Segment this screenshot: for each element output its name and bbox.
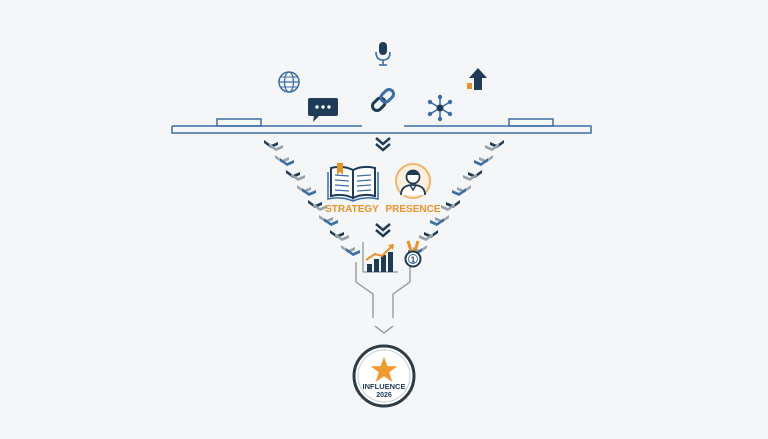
medal-icon: 1 [404,240,422,268]
funnel-left-chevron [302,188,316,196]
down-chevron-icon [375,137,391,146]
funnel-left-chevron [291,173,305,181]
funnel-left-chevron [308,200,322,208]
funnel-right-chevron [441,203,455,211]
star-icon [370,356,398,382]
funnel-left-chevron [313,203,327,211]
badge-year: 2026 [376,392,392,399]
funnel-rim [171,118,592,134]
badge-title: INFLUENCE [363,382,406,391]
funnel-right-chevron [430,218,444,226]
funnel-left-chevron [319,215,333,223]
microphone-icon [375,42,391,66]
bar-chart-icon [362,242,398,273]
presence-label: PRESENCE [385,204,440,215]
funnel-right-chevron [474,158,488,166]
funnel-left-chevron [330,230,344,238]
funnel-right-chevron [463,173,477,181]
network-nodes-icon [427,94,453,122]
down-chevron-icon [375,223,391,232]
funnel-left-chevron [341,245,355,253]
funnel-right-chevron [452,188,466,196]
funnel-right-chevron [490,140,504,148]
open-book-icon [327,163,379,202]
funnel-right-chevron [446,200,460,208]
chat-bubble-icon [308,98,338,122]
funnel-right-chevron [485,143,499,151]
growth-arrow-icon [467,68,487,90]
down-chevron-icon [375,229,391,238]
funnel-right-chevron [419,233,433,241]
svg-text:1: 1 [411,256,416,265]
funnel-left-chevron [286,170,300,178]
funnel-left-chevron [264,140,278,148]
link-chain-icon [370,87,396,113]
funnel-left-chevron [297,185,311,193]
funnel-left-chevron [335,233,349,241]
funnel-right-chevron [424,230,438,238]
funnel-spout [355,262,411,334]
influence-badge: INFLUENCE 2026 [352,344,416,408]
down-chevron-icon [375,143,391,152]
funnel-left-chevron [269,143,283,151]
funnel-right-chevron [435,215,449,223]
globe-icon [278,71,300,93]
funnel-right-chevron [468,170,482,178]
funnel-left-chevron [280,158,294,166]
funnel-left-chevron [275,155,289,163]
strategy-label: STRATEGY [325,204,379,215]
funnel-right-edge [408,140,504,256]
funnel-right-chevron [479,155,493,163]
center-flow-chevrons [375,137,391,238]
funnel-left-edge [264,140,360,256]
funnel-right-chevron [457,185,471,193]
person-avatar-icon [395,163,431,199]
funnel-left-chevron [346,248,360,256]
funnel-left-chevron [324,218,338,226]
